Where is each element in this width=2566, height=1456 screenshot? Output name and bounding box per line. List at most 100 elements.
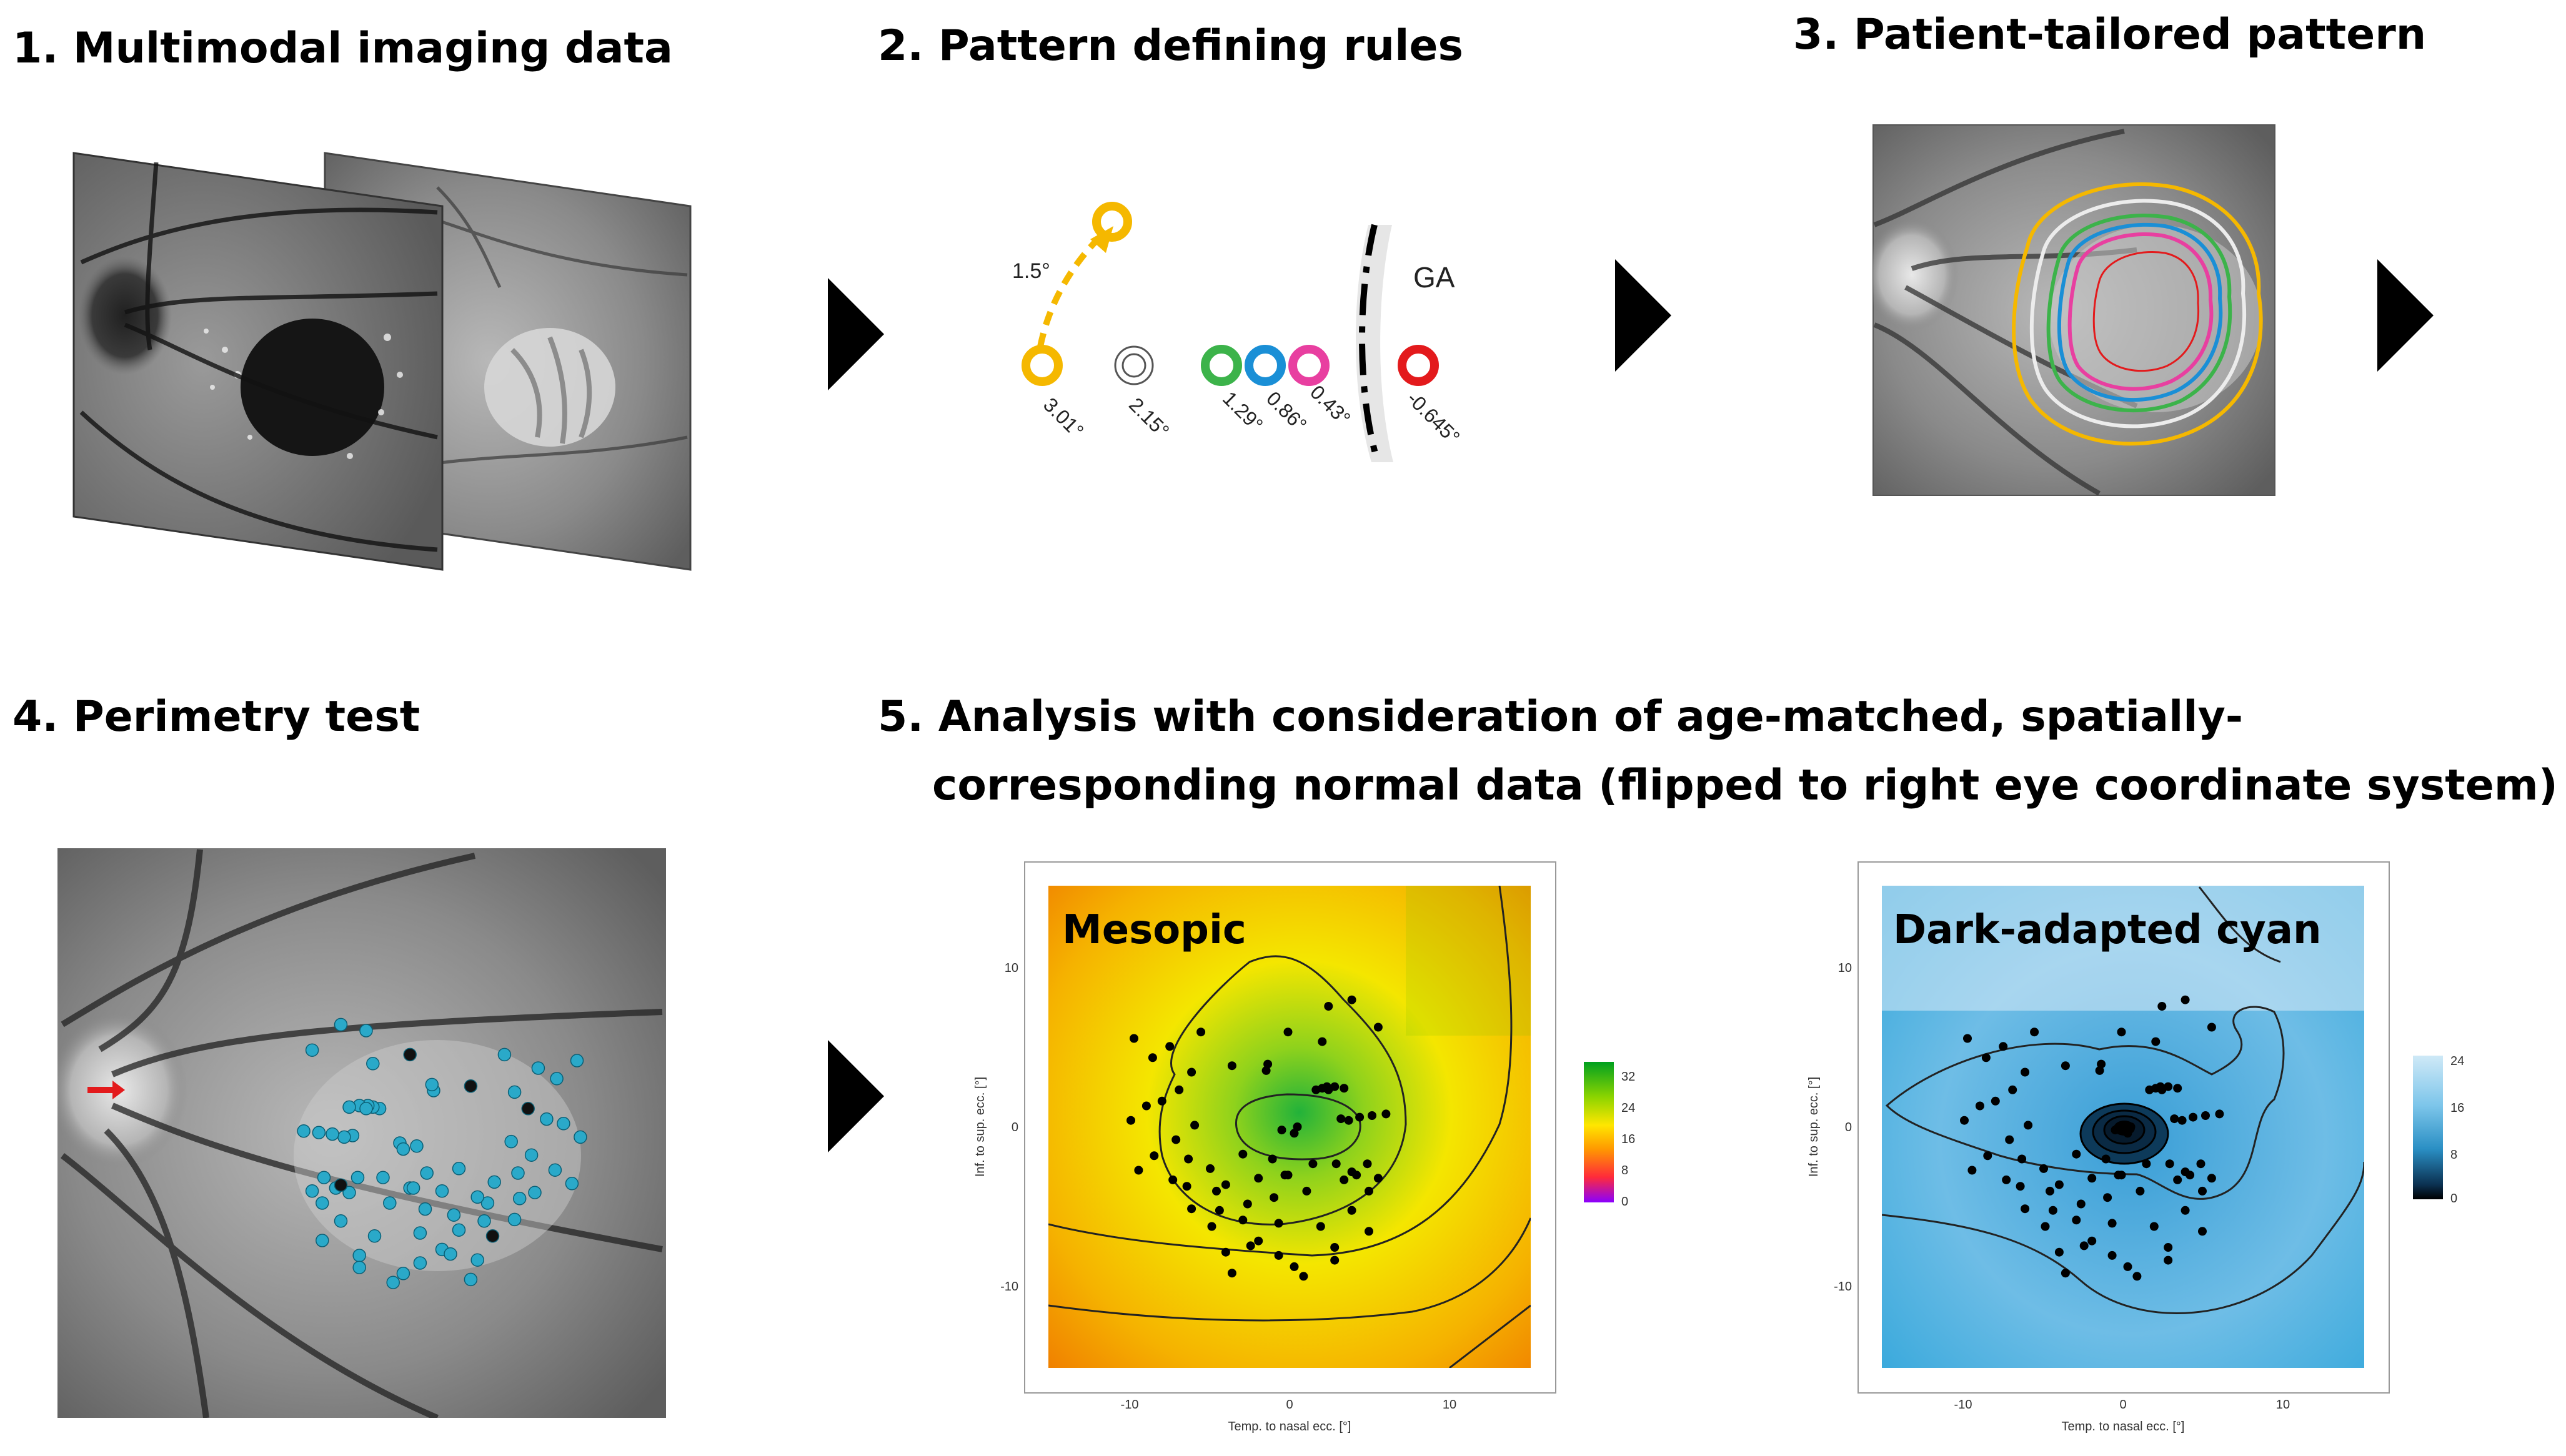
mesopic-test-point	[1206, 1164, 1215, 1173]
perimetry-test-point	[464, 1272, 478, 1287]
mesopic-test-point	[1274, 1219, 1283, 1228]
dark-test-point	[2017, 1154, 2027, 1164]
perimetry-test-point	[425, 1077, 439, 1092]
mesopic-test-point	[1227, 1061, 1236, 1071]
dark-test-point	[2132, 1272, 2142, 1281]
perimetry-test-point	[413, 1226, 427, 1240]
ring-yellow	[1022, 345, 1063, 386]
dark-panel-label: Dark-adapted cyan	[1893, 907, 2322, 953]
perimetry-test-point	[317, 1171, 331, 1184]
mesopic-test-point	[1308, 1159, 1318, 1169]
mesopic-test-point	[1318, 1037, 1327, 1046]
ring-green	[1201, 345, 1242, 386]
mesopic-test-point	[1290, 1129, 1299, 1138]
perimetry-test-point	[565, 1177, 579, 1191]
perimetry-test-point	[410, 1139, 424, 1153]
perimetry-test-point	[470, 1190, 484, 1204]
dark-test-point	[2054, 1247, 2064, 1257]
dark-test-point	[1960, 1116, 1969, 1125]
mesopic-test-point	[1268, 1154, 1277, 1164]
dark-test-point	[2165, 1159, 2174, 1169]
perimetry-test-point	[352, 1260, 366, 1274]
dark-test-point	[2207, 1174, 2216, 1183]
dark-test-point	[2061, 1269, 2070, 1278]
isoline-red	[2092, 250, 2200, 372]
perimetry-test-point	[511, 1166, 525, 1180]
perimetry-test-point	[528, 1186, 542, 1199]
perimetry-test-point	[548, 1163, 562, 1177]
perimetry-test-point	[507, 1212, 522, 1227]
mesopic-test-point	[1171, 1135, 1181, 1144]
ring-blue	[1245, 345, 1286, 386]
yellow-ring-top	[1092, 202, 1132, 242]
dark-test-point	[2181, 1167, 2190, 1177]
perimetry-test-point	[452, 1162, 466, 1176]
arrow-step2-to-step3	[1615, 259, 1671, 372]
ga-boundary-shade	[1356, 225, 1393, 462]
perimetry-test-point	[383, 1196, 397, 1210]
dark-test-point	[2114, 1171, 2123, 1180]
step-arrow-dashed	[1037, 235, 1102, 347]
perimetry-test-point	[316, 1196, 329, 1210]
mesopic-test-point	[1336, 1114, 1346, 1124]
dark-legend-8: 8	[2450, 1148, 2457, 1162]
mesopic-xtick-0: 0	[1286, 1398, 1293, 1412]
dark-test-point	[2024, 1121, 2033, 1130]
isoline-pink	[2067, 232, 2214, 391]
dark-test-point	[1983, 1151, 1992, 1161]
ga-label: GA	[1413, 261, 1455, 294]
mesopic-test-point	[1316, 1222, 1325, 1231]
perimetry-test-point	[540, 1112, 554, 1126]
dark-test-point	[2201, 1111, 2210, 1120]
ring-gray-inner	[1121, 353, 1146, 378]
step-5-title-line1: 5. Analysis with consideration of age-ma…	[878, 692, 2243, 741]
mesopic-legend-bar	[1584, 1062, 1614, 1202]
dark-test-point	[2207, 1023, 2216, 1032]
mesopic-contour-2	[1449, 1304, 1531, 1368]
dark-test-point	[2181, 1206, 2190, 1215]
dark-test-point	[2181, 995, 2190, 1004]
dark-test-point	[2072, 1149, 2081, 1159]
perimetry-test-point	[420, 1166, 434, 1180]
dark-test-point	[2157, 1002, 2167, 1011]
dark-test-point	[2030, 1028, 2039, 1037]
mesopic-heatmap	[1048, 886, 1531, 1368]
mesopic-xtick-neg10: -10	[1121, 1398, 1139, 1412]
perimetry-points	[297, 1018, 587, 1289]
dark-test-point	[1991, 1096, 2000, 1106]
mesopic-test-point	[1190, 1121, 1200, 1130]
dark-test-point	[2097, 1059, 2106, 1069]
perimetry-fundus	[57, 848, 666, 1418]
mesopic-test-point	[1238, 1216, 1248, 1225]
dark-legend-0: 0	[2450, 1192, 2457, 1206]
dark-test-point	[2046, 1186, 2054, 1196]
mesopic-test-point	[1365, 1227, 1373, 1236]
dark-ytick-neg10: -10	[1834, 1280, 1852, 1294]
step-size-label: 1.5°	[1012, 259, 1050, 283]
perimetry-test-point	[297, 1124, 311, 1138]
dark-test-point	[1975, 1101, 1984, 1111]
dark-test-point	[2016, 1182, 2025, 1191]
arrow-step3-to-step4	[2377, 259, 2434, 372]
mesopic-test-point	[1381, 1109, 1391, 1119]
infrared-lesion	[484, 328, 615, 447]
dark-contour-2	[2198, 886, 2281, 963]
perimetry-test-point	[507, 1085, 522, 1099]
perimetry-test-point	[452, 1223, 466, 1237]
dark-test-point	[2117, 1028, 2126, 1037]
arrow-step1-to-step2	[828, 278, 884, 390]
dark-legend-24: 24	[2450, 1054, 2464, 1068]
dark-test-point	[1963, 1034, 1972, 1043]
mesopic-test-point	[1373, 1174, 1383, 1183]
dark-test-point	[2215, 1109, 2224, 1119]
mesopic-test-point	[1340, 1084, 1349, 1093]
mesopic-test-point	[1182, 1182, 1191, 1191]
offset-label-gray: 2.15°	[1125, 393, 1174, 442]
perimetry-test-point	[359, 1102, 373, 1116]
perimetry-test-point	[435, 1184, 449, 1198]
dark-ylabel: Inf. to sup. ecc. [°]	[1807, 1077, 1821, 1177]
mesopic-legend-8: 8	[1621, 1164, 1628, 1177]
mesopic-xlabel: Temp. to nasal ecc. [°]	[1228, 1420, 1351, 1434]
mesopic-test-point	[1368, 1111, 1376, 1120]
step-3-title: 3. Patient-tailored pattern	[1793, 10, 2426, 59]
